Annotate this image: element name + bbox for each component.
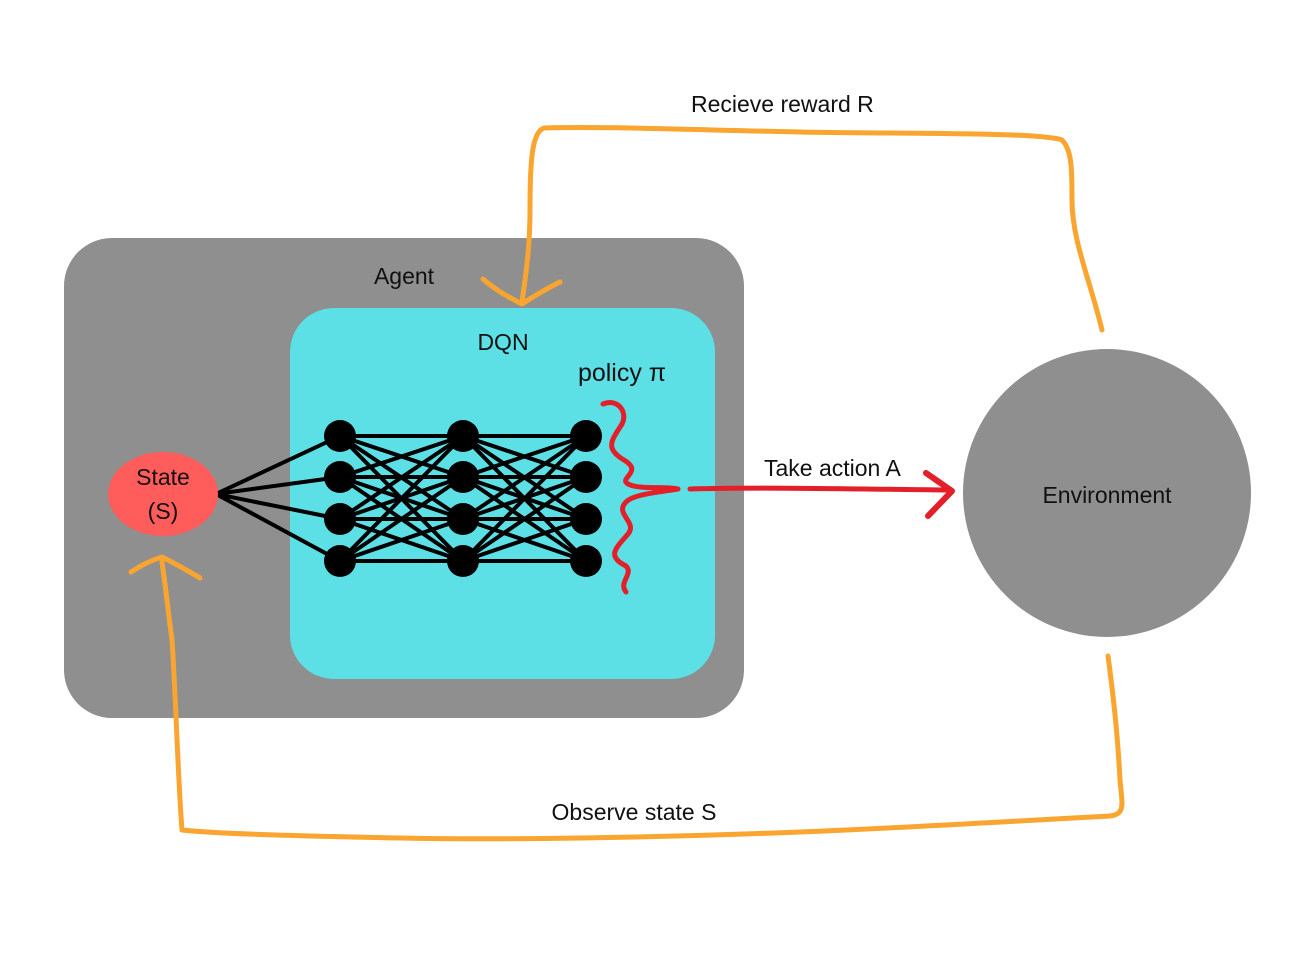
state-label-line1: State [136,464,190,490]
neuron [570,461,602,493]
neuron [324,503,356,535]
neuron [447,461,479,493]
network-edge [339,434,464,479]
state-to-layer-edge [215,475,341,496]
state-node-shape [108,452,218,536]
agent-label: Agent [374,263,435,289]
network-edge [461,434,588,563]
network-edge [338,475,465,563]
reward-arrow: Recieve reward R [480,91,1105,333]
neural-network [215,420,602,577]
environment-label: Environment [1042,482,1172,508]
neuron [447,503,479,535]
network-edge [462,517,587,563]
observe-arrow: Observe state S [128,554,1125,842]
state-to-layer-edge [215,434,341,496]
action-label: Take action A [764,455,901,481]
action-arrow-head [923,470,955,519]
state-to-layer-edge [215,492,341,521]
state-label-line2: (S) [148,498,179,524]
policy-label: policy π [578,359,666,387]
neuron [324,461,356,493]
network-edge [339,517,464,563]
neuron [324,545,356,577]
state-to-layer-edge [215,492,341,563]
network-edge [461,434,588,521]
neuron [324,420,356,452]
action-arrow-line [687,485,953,493]
reward-arrow-line [519,124,1105,333]
neuron [570,420,602,452]
dqn-label: DQN [477,329,528,355]
network-edge [462,434,587,479]
neuron [570,545,602,577]
reward-arrow-head [480,276,563,307]
observe-arrow-head [128,554,203,581]
network-edge [338,434,465,563]
neuron [570,503,602,535]
policy-distribution-squiggle [600,400,681,595]
state-node: State (S) [108,452,218,536]
observe-arrow-line [159,559,1125,842]
neuron [447,420,479,452]
network-edge [338,434,465,521]
observe-label: Observe state S [552,799,717,825]
reward-label: Recieve reward R [691,91,874,117]
environment-circle [963,349,1251,637]
action-arrow: Take action A [687,455,955,519]
environment-node: Environment [963,349,1251,637]
network-edge [461,475,588,563]
neuron [447,545,479,577]
